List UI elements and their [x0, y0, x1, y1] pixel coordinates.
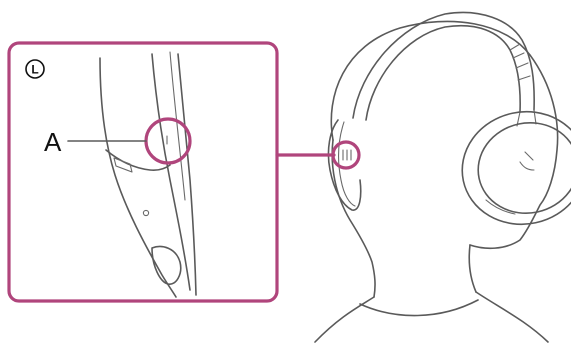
detail-inset: L A [9, 43, 277, 301]
headband-outer [353, 12, 534, 118]
shoulder-right [476, 292, 548, 342]
headband-inner [366, 26, 520, 120]
neck-front [469, 245, 476, 292]
left-cup-mic [343, 150, 351, 160]
shoulder-line [315, 297, 374, 342]
inset-earcup-edge-right [178, 54, 196, 295]
inset-small-hole [143, 210, 148, 215]
callout-label-a: A [44, 127, 62, 157]
headphone-left-side-mark-icon: L [26, 60, 44, 78]
callout-circle-a [146, 119, 190, 163]
collar-line [360, 300, 478, 316]
right-earcup-detail [486, 152, 534, 214]
left-earcup-edge [339, 122, 355, 206]
inset-earcup-edge-left [100, 58, 176, 297]
inset-earcup-edge-mid [152, 54, 190, 290]
right-earcup-outer [452, 100, 571, 235]
head-outline [331, 21, 557, 248]
callout-circle-head [333, 142, 359, 168]
side-mark-text: L [31, 63, 38, 77]
inset-frame [9, 43, 277, 301]
head-illustration [315, 21, 558, 342]
right-earcup-inner [470, 114, 571, 223]
